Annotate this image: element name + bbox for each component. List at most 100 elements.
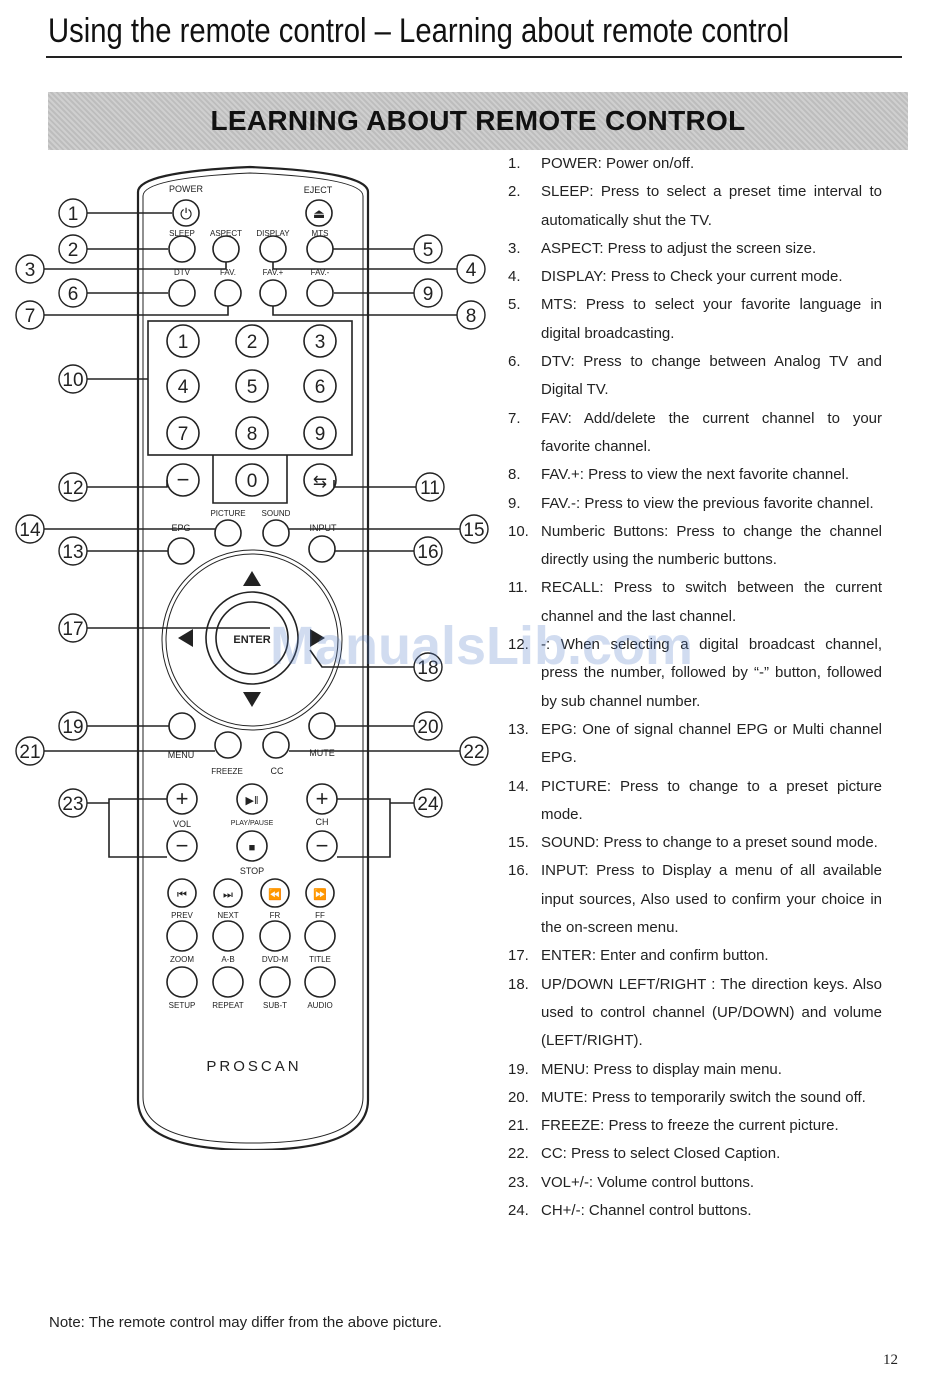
callout-15-label: 15 — [463, 520, 484, 541]
fav-plus-button — [259, 279, 287, 307]
description-text: PICTURE: Press to change to a preset pic… — [541, 777, 882, 823]
zoom-label: ZOOM — [170, 955, 194, 964]
digit-8-label: 8 — [247, 424, 258, 445]
description-item: 18.UP/DOWN LEFT/RIGHT : The direction ke… — [508, 971, 882, 1056]
digit-0-button — [235, 463, 269, 497]
callout-8-leader — [272, 306, 457, 316]
note-text: Note: The remote control may differ from… — [49, 1314, 442, 1331]
callout-14-marker — [15, 514, 45, 544]
vol-down-button — [166, 830, 198, 862]
description-item: 10.Numberic Buttons: Press to change the… — [508, 518, 882, 575]
zero-frame — [212, 455, 288, 504]
sound-label: SOUND — [262, 509, 291, 518]
power-button — [172, 199, 200, 227]
callout-13-label: 13 — [62, 542, 83, 563]
numpad-frame — [147, 320, 353, 456]
section-banner-text: LEARNING ABOUT REMOTE CONTROL — [210, 105, 746, 136]
description-number: 23. — [508, 1173, 529, 1191]
enter-label: ENTER — [233, 634, 270, 646]
description-number: 13. — [508, 720, 529, 738]
description-text: INPUT: Press to Display a menu of all av… — [541, 862, 882, 937]
mts-label: MTS — [312, 229, 329, 238]
digit-5-label: 5 — [247, 377, 258, 398]
description-item: 23.VOL+/-: Volume control buttons. — [508, 1169, 882, 1197]
brand-logo: PROSCAN — [206, 1058, 301, 1075]
fav-label: FAV. — [220, 268, 236, 277]
stop-label: STOP — [240, 866, 264, 876]
menu-label: MENU — [168, 750, 195, 760]
ch-down-button — [306, 830, 338, 862]
ff-label: FF — [315, 911, 325, 920]
zoom-button — [166, 920, 198, 952]
next-button — [213, 878, 243, 908]
description-text: Numberic Buttons: Press to change the ch… — [541, 522, 882, 569]
description-number: 2. — [508, 183, 521, 201]
callout-9-marker — [413, 278, 443, 308]
digit-7-button — [166, 416, 200, 450]
description-item: 1.POWER: Power on/off. — [508, 150, 882, 178]
vol-up-icon: + — [176, 786, 189, 811]
description-item: 6.DTV: Press to change between Analog TV… — [508, 348, 882, 405]
digit-1-button — [166, 324, 200, 358]
dtv-label: DTV — [174, 268, 191, 277]
page-title: Using the remote control – Learning abou… — [48, 12, 790, 50]
title-button — [304, 920, 336, 952]
description-text: MUTE: Press to temporarily switch the so… — [541, 1088, 866, 1106]
description-text: ASPECT: Press to adjust the screen size. — [541, 239, 817, 257]
callout-19-label: 19 — [62, 717, 83, 738]
callout-9-label: 9 — [423, 284, 434, 305]
description-item: 20. MUTE: Press to temporarily switch the… — [508, 1084, 882, 1112]
next-label: NEXT — [217, 911, 238, 920]
callout-6-marker — [58, 278, 88, 308]
freeze-button — [214, 731, 242, 759]
sleep-button — [168, 235, 196, 263]
digit-4-label: 4 — [178, 377, 189, 398]
description-text: UP/DOWN LEFT/RIGHT : The direction keys.… — [541, 975, 882, 1050]
callout-6-label: 6 — [68, 284, 79, 305]
callout-12-leader — [87, 480, 168, 488]
callout-16-marker — [413, 536, 443, 566]
callout-18-marker — [413, 652, 443, 682]
callout-3-marker — [15, 254, 45, 284]
callout-1-marker — [58, 198, 88, 228]
digit-8-button — [235, 416, 269, 450]
eject-label: EJECT — [304, 185, 333, 195]
description-text: FAV.-: Press to view the previous favori… — [541, 494, 874, 512]
callout-18-leader — [309, 649, 414, 668]
sleep-label: SLEEP — [169, 229, 195, 238]
play-pause-label: PLAY/PAUSE — [231, 820, 274, 827]
description-number: 11. — [508, 579, 528, 597]
callout-24-bracket — [337, 798, 391, 858]
sound-button — [262, 519, 290, 547]
aspect-button — [212, 235, 240, 263]
recall-button — [303, 463, 337, 497]
ab-button — [212, 920, 244, 952]
dtv-button — [168, 279, 196, 307]
right-arrow-icon — [310, 629, 325, 647]
recall-icon: ⇆ — [313, 472, 327, 491]
dpad-ring — [165, 553, 339, 727]
digit-5-button — [235, 369, 269, 403]
callout-8-marker — [456, 300, 486, 330]
description-text: CC: Press to select Closed Caption. — [541, 1145, 781, 1163]
audio-button — [304, 966, 336, 998]
description-text: POWER: Power on/off. — [541, 155, 695, 172]
description-item: 12.-: When selecting a digital broadcast… — [508, 631, 882, 716]
callout-23-bracket — [108, 798, 167, 858]
sub-t-button — [259, 966, 291, 998]
digit-6-label: 6 — [315, 377, 326, 398]
description-item: 17.ENTER: Enter and confirm button. — [508, 942, 882, 970]
description-number: 20. — [508, 1088, 529, 1106]
sub-t-label: SUB-T — [263, 1001, 287, 1010]
stop-button — [236, 830, 268, 862]
power-label: POWER — [169, 184, 204, 194]
setup-label: SETUP — [169, 1001, 196, 1010]
callout-12-marker — [58, 472, 88, 502]
description-item: 9.FAV.-: Press to view the previous favo… — [508, 490, 882, 518]
callout-3-leader — [44, 262, 227, 270]
fav-plus-label: FAV.+ — [263, 268, 284, 277]
digit-2-button — [235, 324, 269, 358]
digit-3-button — [303, 324, 337, 358]
audio-label: AUDIO — [307, 1001, 332, 1010]
description-number: 5. — [508, 296, 521, 314]
